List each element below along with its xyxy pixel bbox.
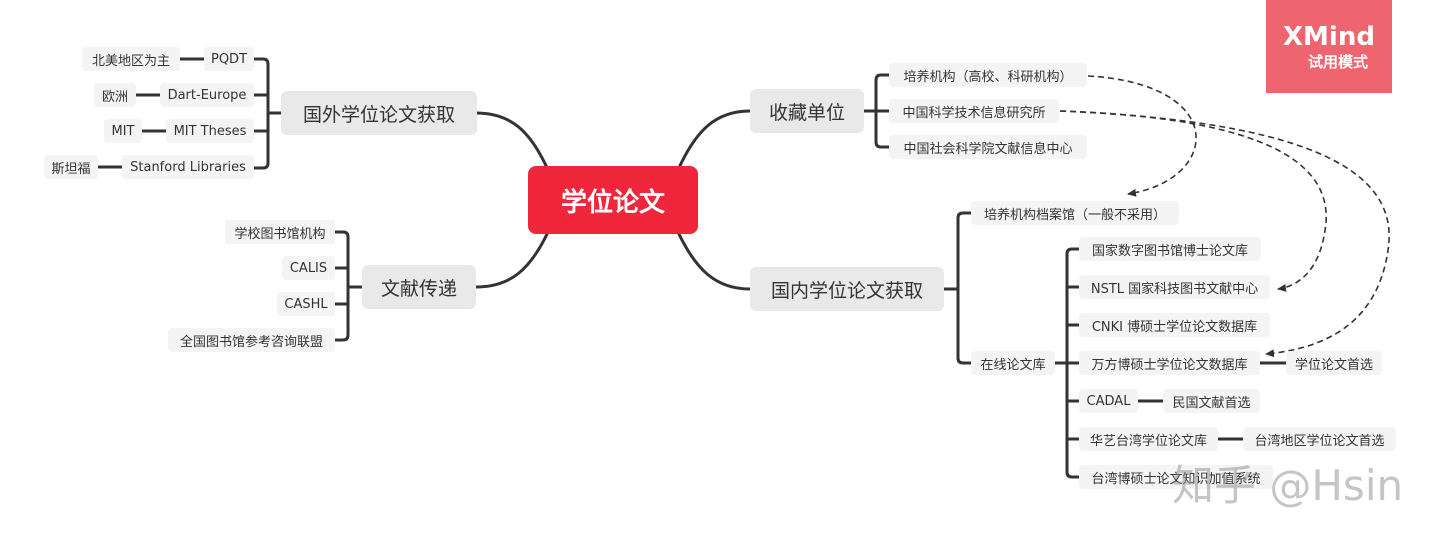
online-db-4[interactable]: 万方博硕士学位论文数据库 — [1079, 351, 1260, 375]
connector-root-delivery — [474, 230, 550, 289]
xmind-trial-badge: XMind 试用模式 — [1266, 0, 1392, 93]
bracket-delivery — [333, 230, 364, 342]
domestic-archive[interactable]: 培养机构档案馆（一般不采用） — [971, 201, 1179, 225]
bracket-online — [1053, 247, 1081, 479]
foreign-item-stanford[interactable]: Stanford Libraries — [122, 155, 254, 179]
online-db-6-note[interactable]: 台湾地区学位论文首选 — [1243, 427, 1396, 451]
delivery-item-1[interactable]: 学校图书馆机构 — [225, 220, 335, 244]
online-db-1[interactable]: 国家数字图书馆博士论文库 — [1079, 237, 1261, 261]
badge-mode: 试用模式 — [1307, 52, 1368, 71]
bracket-collection — [862, 73, 891, 149]
foreign-item-dart-note[interactable]: 欧洲 — [94, 83, 136, 107]
foreign-item-pqdt[interactable]: PQDT — [204, 47, 254, 71]
relation-arrow-2 — [1059, 110, 1327, 292]
watermark-text: 知乎 @Hsin — [1172, 461, 1404, 510]
delivery-item-2[interactable]: CALIS — [282, 256, 335, 280]
connector-root-collection — [676, 109, 752, 172]
collection-item-1[interactable]: 培养机构（高校、科研机构） — [889, 63, 1087, 87]
connector-root-domestic — [676, 230, 752, 291]
online-db-3[interactable]: CNKI 博硕士学位论文数据库 — [1079, 313, 1270, 337]
online-db-2[interactable]: NSTL 国家科技图书文献中心 — [1079, 275, 1270, 299]
badge-brand: XMind — [1283, 21, 1375, 52]
bracket-domestic — [942, 211, 973, 365]
foreign-item-stanford-note[interactable]: 斯坦福 — [44, 155, 98, 179]
foreign-item-pqdt-note[interactable]: 北美地区为主 — [82, 47, 180, 71]
connector-root-foreign — [474, 111, 550, 172]
root-topic[interactable]: 学位论文 — [528, 166, 698, 234]
online-db-7[interactable]: 台湾博硕士论文知识加值系统 — [1079, 465, 1273, 489]
online-db-6[interactable]: 华艺台湾学位论文库 — [1079, 427, 1218, 451]
collection-item-3[interactable]: 中国社会科学院文献信息中心 — [889, 135, 1087, 159]
delivery-item-4[interactable]: 全国图书馆参考咨询联盟 — [168, 328, 335, 352]
online-db-5-note[interactable]: 民国文献首选 — [1163, 389, 1260, 413]
relation-arrow-1 — [1087, 75, 1197, 197]
branch-delivery-title[interactable]: 文献传递 — [362, 265, 476, 309]
branch-collection-title[interactable]: 收藏单位 — [750, 89, 864, 133]
branch-domestic-title[interactable]: 国内学位论文获取 — [750, 267, 944, 311]
bracket-foreign — [251, 57, 283, 170]
foreign-item-mit-note[interactable]: MIT — [104, 119, 142, 143]
collection-item-2[interactable]: 中国科学技术信息研究所 — [889, 99, 1059, 123]
online-db-5[interactable]: CADAL — [1079, 389, 1138, 413]
branch-foreign-title[interactable]: 国外学位论文获取 — [281, 91, 477, 135]
domestic-online-title[interactable]: 在线论文库 — [971, 351, 1055, 375]
foreign-item-dart[interactable]: Dart-Europe — [160, 83, 254, 107]
online-db-4-note[interactable]: 学位论文首选 — [1286, 351, 1382, 375]
foreign-item-mit[interactable]: MIT Theses — [166, 119, 254, 143]
delivery-item-3[interactable]: CASHL — [277, 292, 335, 316]
